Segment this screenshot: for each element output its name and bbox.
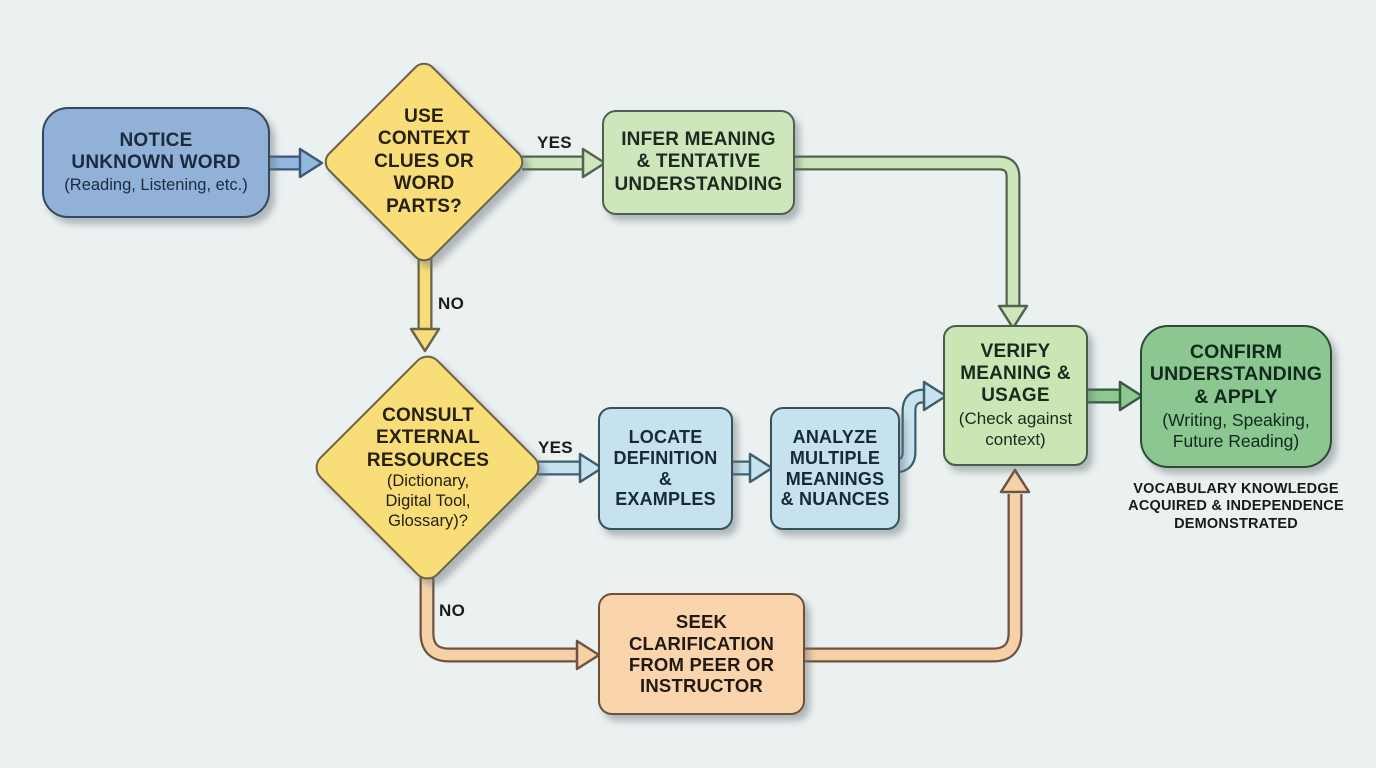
arrow-locate-to-analyze [733, 452, 774, 484]
node-title: SEEK CLARIFICATION FROM PEER OR INSTRUCT… [628, 611, 775, 697]
arrow-notice-to-context-decision [268, 147, 324, 179]
node-title: VERIFY MEANING & USAGE [960, 341, 1071, 407]
arrow-analyze-to-verify [894, 380, 948, 474]
arrow-yes-context-to-infer [522, 147, 607, 179]
node-confirm-understanding-apply: CONFIRM UNDERSTANDING & APPLY (Writing, … [1140, 325, 1332, 468]
node-locate-definition: LOCATE DEFINITION & EXAMPLES [598, 407, 733, 530]
arrow-verify-to-confirm [1086, 380, 1144, 412]
node-infer-meaning: INFER MEANING & TENTATIVE UNDERSTANDING [602, 110, 795, 215]
decision-title: CONSULT EXTERNAL RESOURCES [366, 404, 490, 471]
arrow-no-consult-to-seek [419, 576, 601, 671]
node-analyze-meanings: ANALYZE MULTIPLE MEANINGS & NUANCES [770, 407, 900, 530]
edge-label-yes-2: YES [538, 438, 573, 457]
node-title: INFER MEANING & TENTATIVE UNDERSTANDING [614, 129, 783, 195]
node-verify-meaning-usage: VERIFY MEANING & USAGE (Check against co… [943, 325, 1088, 466]
edge-label-yes-1: YES [537, 133, 572, 152]
node-title: LOCATE DEFINITION & EXAMPLES [613, 426, 718, 510]
decision-consult-external-resources-text: CONSULT EXTERNAL RESOURCES (Dictionary, … [328, 392, 528, 544]
node-title: NOTICE UNKNOWN WORD [71, 129, 241, 173]
node-subtitle: (Reading, Listening, etc.) [64, 175, 248, 194]
node-subtitle: (Check against context) [958, 409, 1073, 449]
edge-label-no-2: NO [439, 601, 466, 620]
outcome-caption: VOCABULARY KNOWLEDGE ACQUIRED & INDEPEND… [1128, 481, 1344, 532]
decision-use-context-clues-text: USE CONTEXT CLUES OR WORD PARTS? [334, 100, 514, 224]
arrow-no-context-to-consult-decision [409, 256, 441, 353]
node-notice-unknown-word: NOTICE UNKNOWN WORD (Reading, Listening,… [42, 107, 270, 218]
node-title: ANALYZE MULTIPLE MEANINGS & NUANCES [780, 426, 890, 510]
node-seek-clarification: SEEK CLARIFICATION FROM PEER OR INSTRUCT… [598, 593, 805, 715]
edge-label-no-1: NO [438, 294, 465, 313]
arrow-yes-consult-to-locate [538, 452, 604, 484]
node-title: CONFIRM UNDERSTANDING & APPLY [1149, 340, 1323, 408]
decision-subtitle: (Dictionary, Digital Tool, Glossary)? [385, 471, 471, 530]
node-subtitle: (Writing, Speaking, Future Reading) [1162, 410, 1310, 452]
arrow-seek-to-verify [803, 468, 1031, 663]
decision-title: USE CONTEXT CLUES OR WORD PARTS? [374, 105, 474, 217]
arrow-infer-to-verify [794, 155, 1029, 330]
